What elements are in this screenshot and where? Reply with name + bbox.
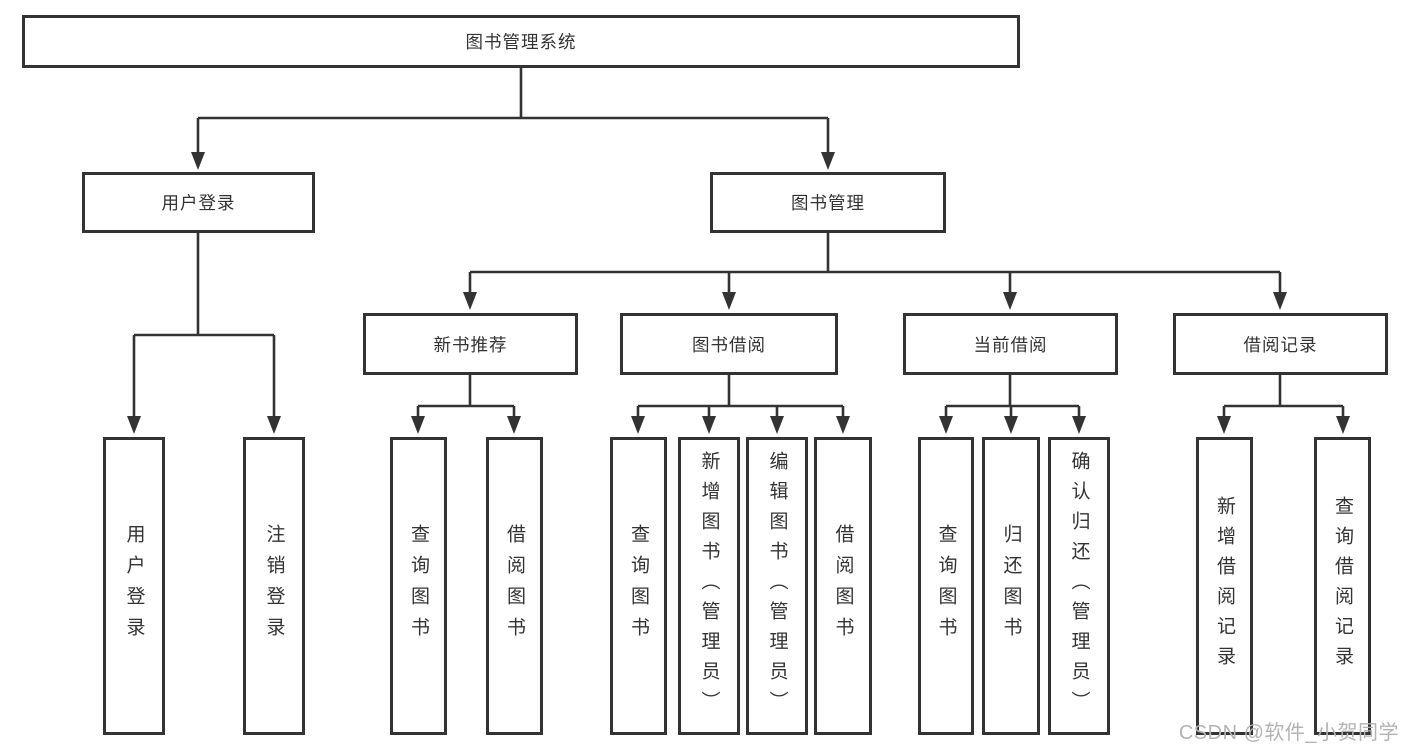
leaf-borrow-books-1: 借阅图书: [486, 437, 543, 735]
watermark: CSDN @软件_小贺同学: [1178, 722, 1399, 744]
leaf-confirm-return-admin: 确认归还（管理员）: [1048, 437, 1110, 735]
leaf-query-books-1: 查询图书: [390, 437, 447, 735]
leaf-query-books-3: 查询图书: [918, 437, 974, 735]
leaf-return-books: 归还图书: [982, 437, 1040, 735]
node-new-book-recommend: 新书推荐: [363, 313, 578, 375]
leaf-query-books-2: 查询图书: [610, 437, 667, 735]
node-borrow-records: 借阅记录: [1173, 313, 1388, 375]
leaf-add-borrow-record: 新增借阅记录: [1196, 437, 1253, 735]
node-book-borrow: 图书借阅: [620, 313, 838, 375]
leaf-edit-books-admin: 编辑图书（管理员）: [746, 437, 808, 735]
node-current-borrow: 当前借阅: [903, 313, 1118, 375]
leaf-add-books-admin: 新增图书（管理员）: [678, 437, 740, 735]
node-user-login: 用户登录: [82, 172, 315, 233]
leaf-borrow-books-2: 借阅图书: [814, 437, 872, 735]
leaf-user-login: 用户登录: [103, 437, 165, 735]
node-root-system: 图书管理系统: [22, 15, 1020, 68]
node-book-management: 图书管理: [710, 172, 946, 233]
leaf-query-borrow-record: 查询借阅记录: [1314, 437, 1371, 735]
arrowheads: [127, 152, 1350, 434]
leaf-logout: 注销登录: [243, 437, 305, 735]
